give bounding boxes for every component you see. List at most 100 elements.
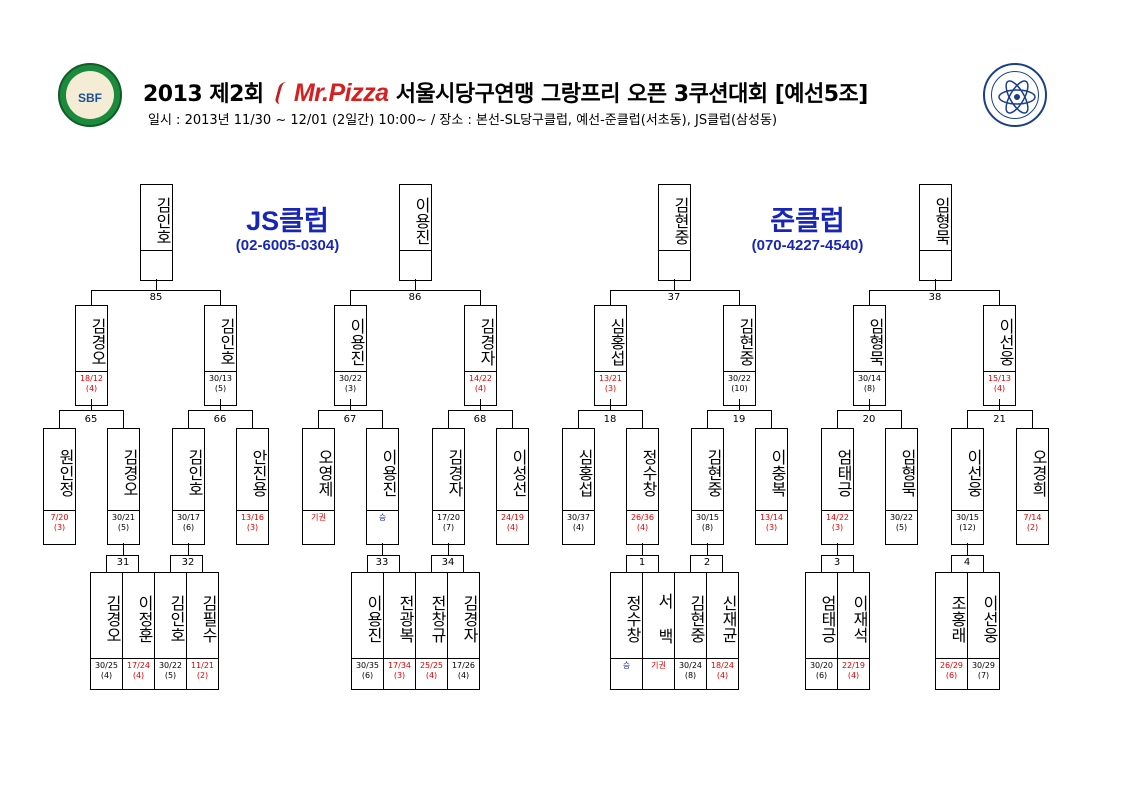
player-name: 김현중 (659, 185, 690, 251)
score-rank: (3) (246, 523, 259, 532)
atom-emblem-icon (998, 80, 1036, 114)
player-name: 김인호 (205, 306, 236, 372)
bracket-line (367, 555, 368, 572)
bracket-line (837, 410, 902, 411)
player-name: 엄태긍 (806, 573, 837, 659)
score-rank: (4) (847, 671, 860, 680)
score-value: 30/22 (338, 374, 363, 383)
bracket-line (610, 290, 740, 291)
bracket-line (837, 410, 838, 428)
match-number: 21 (993, 414, 1006, 425)
bracket-line (220, 290, 221, 305)
player-name: 정수창 (611, 573, 642, 659)
score-rank: (5) (214, 384, 227, 393)
score-rank: (2) (1026, 523, 1039, 532)
score-rank: (3) (393, 671, 406, 680)
title-prefix: 2013 제2회 (143, 82, 264, 107)
score-value: 14/22 (825, 513, 850, 522)
score-value: 13/16 (240, 513, 265, 522)
bracket-line (188, 410, 253, 411)
bracket-line (156, 279, 157, 290)
score-rank: (4) (100, 671, 113, 680)
player-name: 정수창 (627, 429, 658, 511)
score-rank: (12) (959, 523, 976, 532)
score-value: 18/12 (79, 374, 104, 383)
player-score: 기권 (643, 659, 674, 689)
player-name: 전광복 (384, 573, 415, 659)
bracket-line (382, 543, 383, 555)
bracket-line (821, 555, 822, 572)
title-suffix: 서울시당구연맹 그랑프리 오픈 3쿠션대회 [예선5조] (395, 82, 869, 107)
bracket-line (658, 555, 659, 572)
player-name: 심홍섭 (595, 306, 626, 372)
player-score (659, 251, 690, 280)
player-name: 임형묵 (854, 306, 885, 372)
bracket-line (350, 399, 351, 410)
score-rank: (4) (85, 384, 98, 393)
match-number: 3 (833, 557, 841, 568)
player-name: 김경오 (108, 429, 139, 511)
player-score: 30/13(5) (205, 372, 236, 405)
match-number: 65 (84, 414, 98, 425)
score-value: 30/20 (809, 661, 834, 670)
bracket-line (578, 410, 643, 411)
player-name: 이용진 (352, 573, 383, 659)
bracket-line (512, 410, 513, 428)
score-value: 7/20 (50, 513, 69, 522)
bracket-line (1032, 410, 1033, 428)
bracket-line (448, 410, 513, 411)
player-name: 오영제 (303, 429, 334, 511)
bracket-line (837, 543, 838, 555)
score-value: 22/19 (841, 661, 866, 670)
bracket-line (722, 555, 723, 572)
bracket-line (901, 410, 902, 428)
final-slot: 이용진 (399, 184, 432, 281)
bracket-line (999, 290, 1000, 305)
bracket-line (382, 410, 383, 428)
score-rank: (4) (132, 671, 145, 680)
club-jun: 준클럽 (070-4227-4540) (730, 205, 885, 255)
match-number: 86 (408, 292, 422, 303)
score-rank: (4) (572, 523, 585, 532)
bracket-line (967, 410, 968, 428)
player-score: 30/21(5) (108, 511, 139, 544)
player-score: 26/36(4) (627, 511, 658, 544)
player-name: 서 백 (643, 573, 674, 659)
bracket-line (853, 555, 854, 572)
match-number: 1 (638, 557, 646, 568)
bracket-line (999, 399, 1000, 410)
match-number: 67 (343, 414, 357, 425)
bracket-line (91, 399, 92, 410)
player-score: 30/15(12) (952, 511, 983, 544)
player-name: 김인호 (155, 573, 186, 659)
player-score: 24/19(4) (497, 511, 528, 544)
bracket-line (91, 290, 92, 305)
player-score: 승 (611, 659, 642, 689)
player-name: 김필수 (187, 573, 218, 659)
bracket-line (707, 543, 708, 555)
bracket-line (463, 555, 464, 572)
bracket-line (642, 543, 643, 555)
player-name: 조홍래 (936, 573, 967, 659)
player-name: 이재석 (838, 573, 869, 659)
bracket-line (967, 410, 1033, 411)
score-value: 17/34 (387, 661, 412, 670)
player-score: 26/29(6) (936, 659, 967, 689)
player-name: 이선웅 (968, 573, 999, 659)
player-score: 30/20(6) (806, 659, 837, 689)
score-value: 30/22 (889, 513, 914, 522)
bracket-line (252, 410, 253, 428)
player-score: 30/22(3) (335, 372, 366, 405)
score-rank: (4) (993, 384, 1006, 393)
